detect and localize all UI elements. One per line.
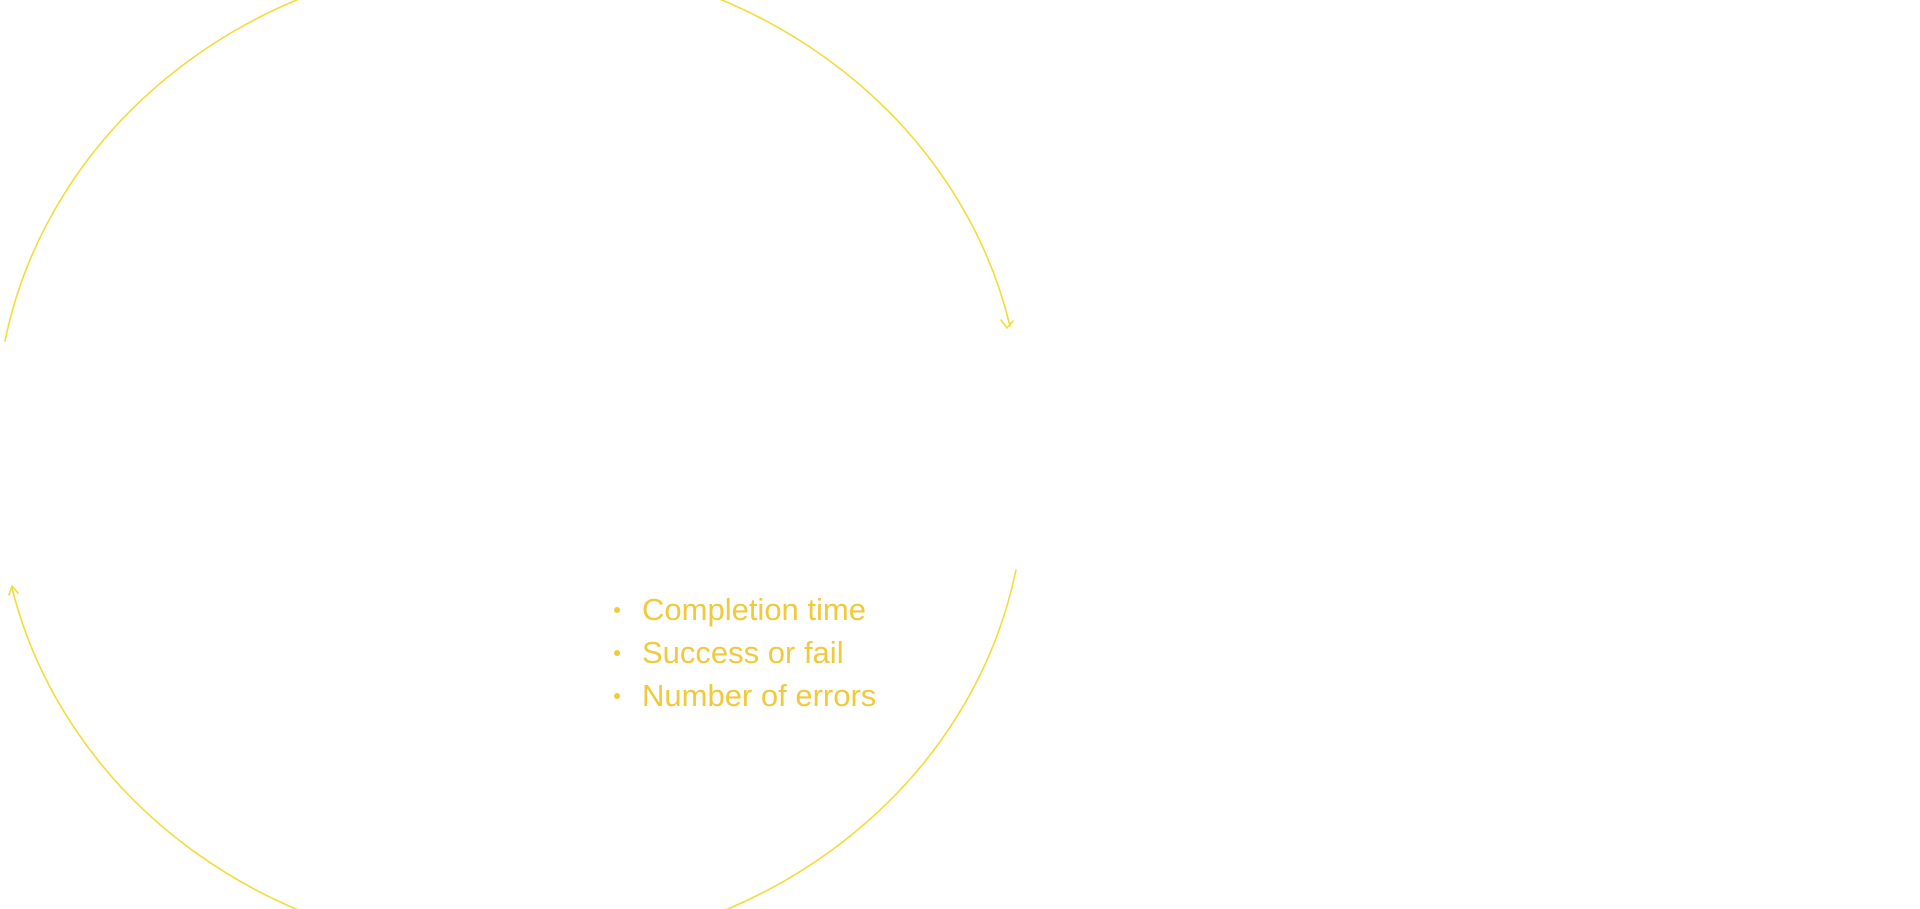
list-item: Success or fail: [612, 631, 876, 674]
top-arrowhead-icon: [1000, 319, 1014, 329]
bottom-arrowhead-icon: [8, 585, 19, 596]
metric-completion-time: Completion time: [642, 592, 866, 627]
list-item: Number of errors: [612, 674, 876, 717]
bullet-dot-icon: [614, 650, 620, 656]
metric-number-of-errors: Number of errors: [642, 678, 877, 713]
top-cycle-arc: [4, 0, 1011, 342]
bullet-dot-icon: [614, 693, 620, 699]
metric-success-or-fail: Success or fail: [642, 635, 844, 670]
list-item: Completion time: [612, 588, 876, 631]
bullet-dot-icon: [614, 607, 620, 613]
bottom-cycle-arc: [11, 569, 1017, 909]
metrics-list: Completion time Success or fail Number o…: [612, 588, 876, 717]
